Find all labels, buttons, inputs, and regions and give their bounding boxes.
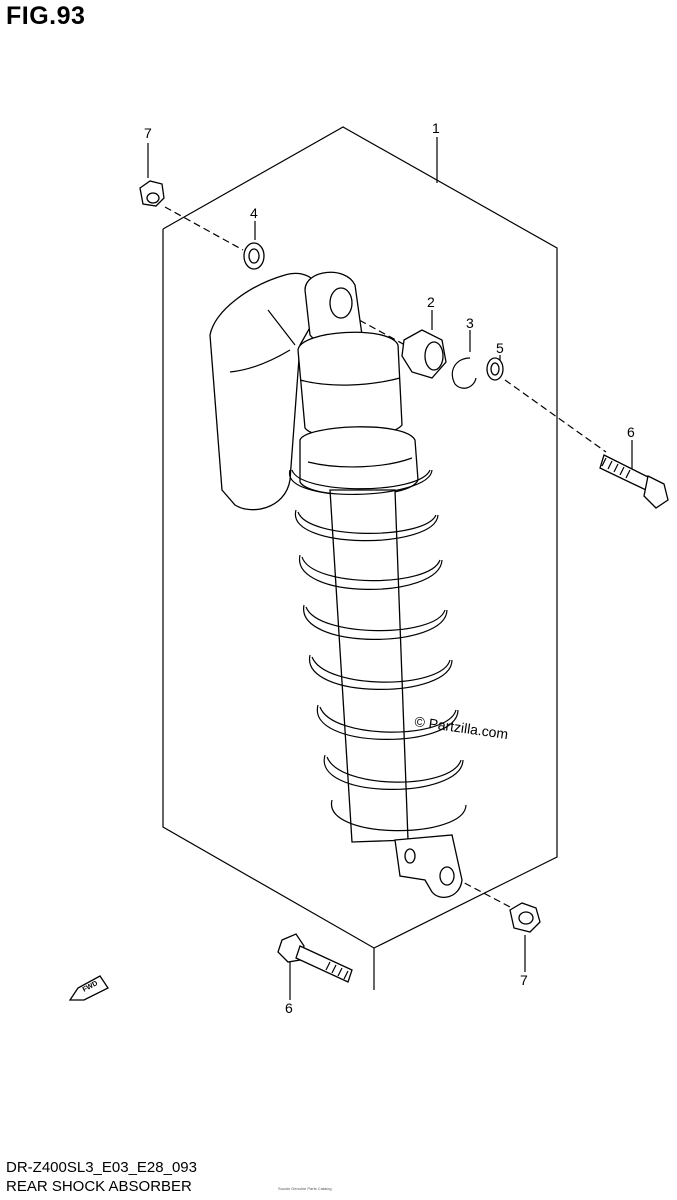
bolt-6-lower (277, 933, 353, 983)
footer-small-text: Suzuki Genuine Parts Catalog (278, 1186, 332, 1191)
callout-6-lower: 6 (285, 1000, 293, 1016)
callout-3: 3 (466, 315, 474, 331)
callout-2: 2 (427, 294, 435, 310)
washer-4 (243, 242, 265, 270)
bolt-6-upper (599, 454, 669, 509)
catalog-code: DR-Z400SL3_E03_E28_093 (6, 1159, 197, 1176)
figure-name: REAR SHOCK ABSORBER (6, 1178, 192, 1195)
callout-4: 4 (250, 205, 258, 221)
callout-6-upper: 6 (627, 424, 635, 440)
callout-5: 5 (496, 340, 504, 356)
bushing-2 (401, 329, 447, 379)
callout-labels: 1 2 3 4 5 6 6 7 7 (144, 120, 635, 1016)
callout-7-lower: 7 (520, 972, 528, 988)
figure-title: FIG.93 (6, 2, 86, 30)
circlip-3 (451, 357, 477, 389)
washer-5 (486, 357, 504, 381)
assembly-box (162, 126, 558, 949)
callout-7-upper: 7 (144, 125, 152, 141)
flange-nut-bottom (509, 902, 541, 933)
shock-absorber (209, 271, 467, 898)
callout-1: 1 (432, 120, 440, 136)
fwd-arrow: FWD (68, 975, 109, 1001)
watermark-text: © Partzilla.com (414, 713, 510, 742)
leader-lines (147, 137, 633, 1000)
flange-nut-top (139, 180, 165, 207)
watermark: © Partzilla.com (414, 713, 510, 742)
